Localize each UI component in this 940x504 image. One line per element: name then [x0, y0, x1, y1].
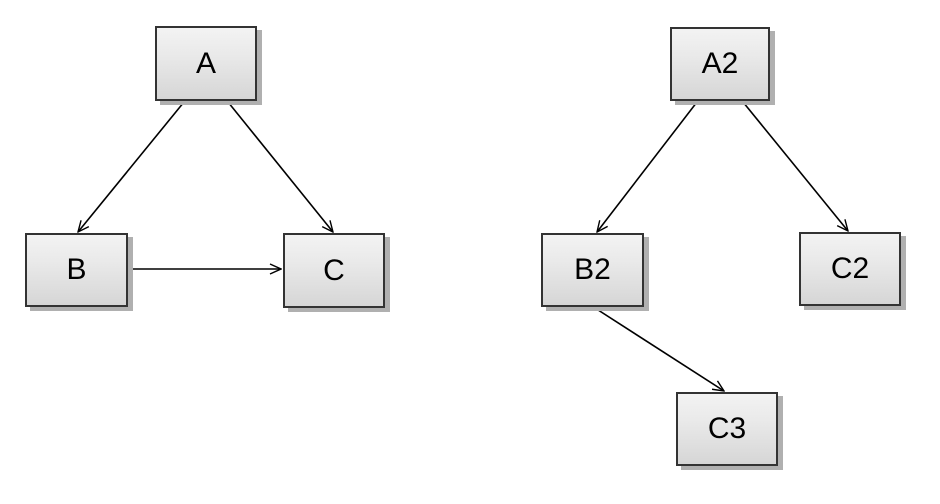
node-c2[interactable]: C2: [799, 232, 901, 306]
node-b[interactable]: B: [25, 233, 128, 307]
node-c3[interactable]: C3: [676, 392, 778, 466]
node-b2-label: B2: [574, 253, 611, 286]
edge-a2-to-b2: [597, 101, 698, 232]
node-a2-label: A2: [701, 47, 739, 80]
node-c[interactable]: C: [283, 233, 385, 308]
node-c3-label: C3: [707, 412, 747, 445]
node-a[interactable]: A: [155, 26, 257, 101]
edge-b2-to-c3: [594, 307, 724, 391]
edge-a-to-b: [78, 101, 185, 232]
node-b2[interactable]: B2: [541, 233, 644, 307]
node-a2[interactable]: A2: [670, 27, 770, 101]
node-b-label: B: [66, 253, 87, 286]
edge-a2-to-c2: [742, 101, 848, 231]
node-c-label: C: [323, 253, 345, 287]
node-c2-label: C2: [830, 252, 870, 285]
node-a-label: A: [195, 46, 216, 80]
edge-a-to-c: [227, 101, 333, 232]
